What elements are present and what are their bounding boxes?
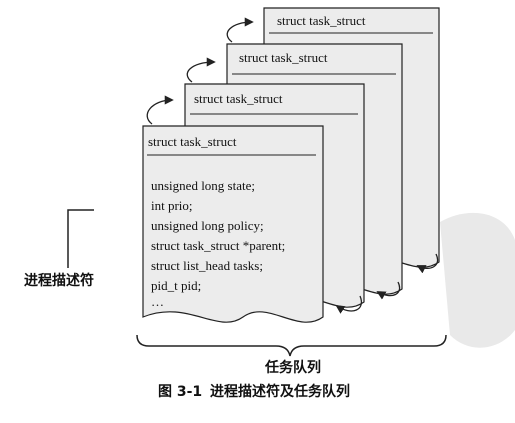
descriptor-label: 进程描述符: [24, 272, 94, 289]
caption-title: 进程描述符及任务队列: [210, 383, 350, 400]
next-arrow-3: [226, 17, 254, 43]
next-arrow-1: [146, 95, 174, 125]
field-prio: int prio;: [151, 198, 193, 213]
card-2-header: struct task_struct: [194, 91, 283, 106]
queue-brace: [136, 334, 447, 357]
card-3-header: struct task_struct: [239, 50, 328, 65]
field-tasks: struct list_head tasks;: [151, 258, 263, 273]
next-arrow-2: [186, 57, 216, 83]
watermark-shape: [440, 212, 515, 348]
prev-arrow-1: [416, 253, 439, 274]
card-1-header: struct task_struct: [148, 134, 237, 149]
queue-label: 任务队列: [264, 359, 321, 376]
field-state: unsigned long state;: [151, 178, 255, 193]
task-struct-card-1: struct task_struct unsigned long state; …: [142, 125, 324, 323]
field-ellipsis: …: [151, 294, 164, 309]
field-parent: struct task_struct *parent;: [151, 238, 285, 253]
prev-arrow-2: [376, 281, 401, 300]
card-4-header: struct task_struct: [277, 13, 366, 28]
field-pid: pid_t pid;: [151, 278, 201, 293]
caption-number: 图 3-1: [158, 384, 202, 400]
prev-arrow-3: [335, 295, 362, 314]
descriptor-bracket: [67, 209, 94, 268]
field-policy: unsigned long policy;: [151, 218, 264, 233]
